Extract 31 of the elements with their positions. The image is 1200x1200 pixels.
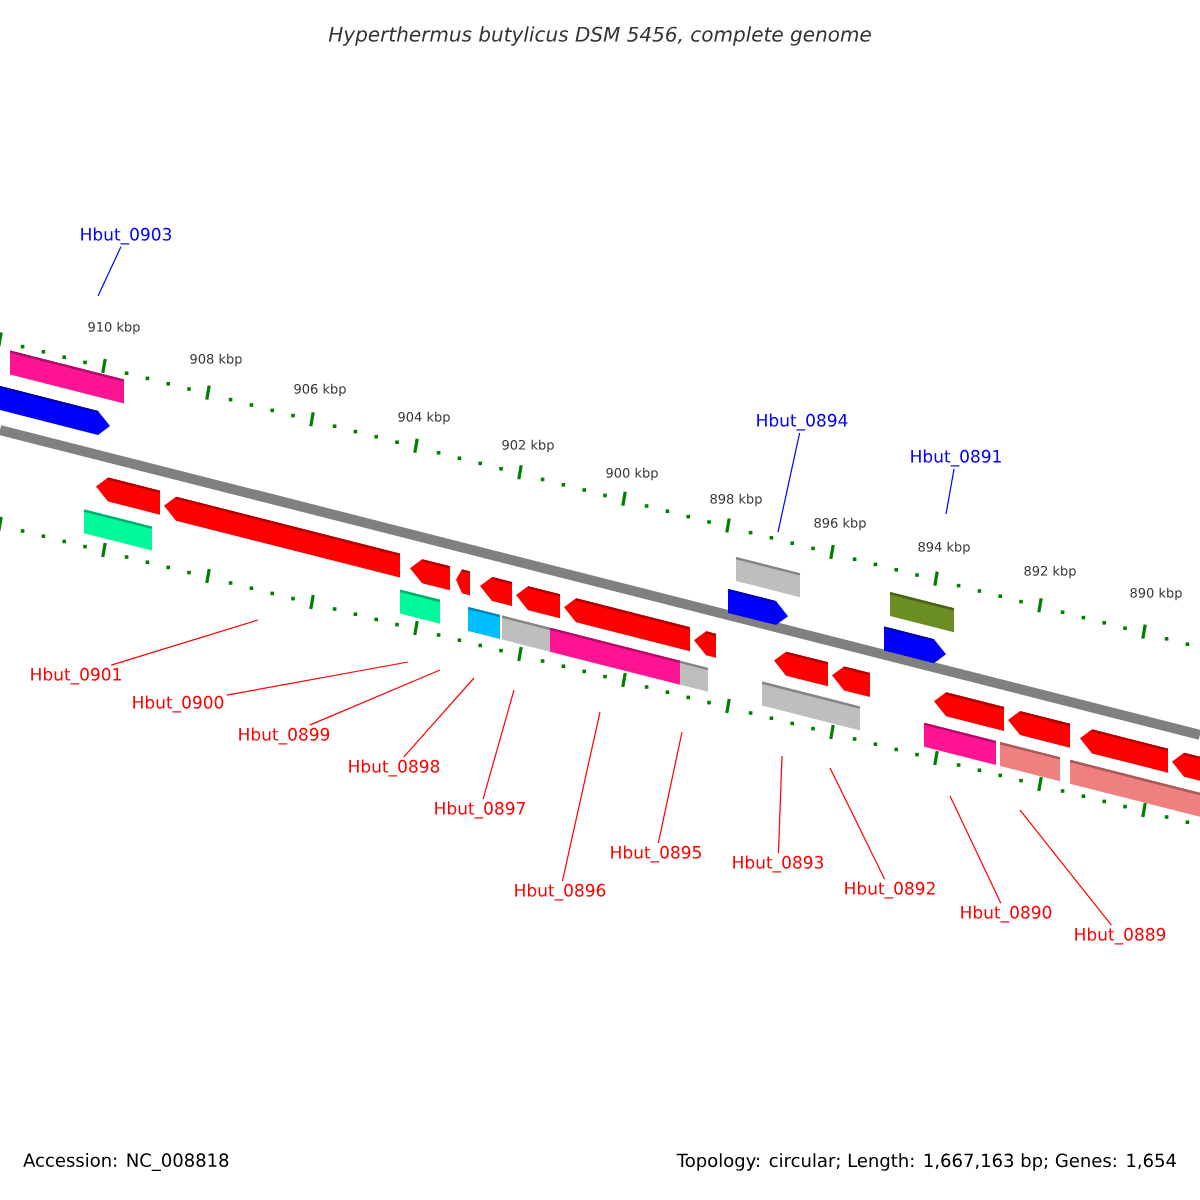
leader-line bbox=[482, 689, 515, 800]
leader-line bbox=[945, 468, 955, 515]
leader-line bbox=[561, 711, 601, 882]
gene-label: Hbut_0894 bbox=[757, 413, 848, 431]
leader-line bbox=[403, 677, 475, 758]
gene-label: Hbut_0900 bbox=[133, 695, 224, 713]
gene-label: Hbut_0891 bbox=[911, 449, 1001, 467]
leader-line bbox=[777, 432, 801, 533]
gene-label: Hbut_0898 bbox=[349, 759, 440, 777]
gene-label: Hbut_0892 bbox=[845, 881, 935, 899]
title: Hyperthermus butylicus DSM 5456, complete genome bbox=[328, 26, 871, 46]
leader-line bbox=[949, 795, 1002, 904]
footer-text: Topology: circular; Length: 1,667,163 bp; Genes: 1,654 bbox=[676, 1153, 1176, 1171]
footer-text: Accession: NC_008818 bbox=[23, 1153, 229, 1171]
gene-label: Hbut_0899 bbox=[239, 727, 330, 745]
leader-line bbox=[777, 755, 783, 854]
leader-line bbox=[1019, 809, 1112, 926]
leader-line bbox=[110, 619, 259, 666]
leader-line bbox=[657, 731, 683, 844]
leader-line bbox=[309, 669, 441, 726]
leader-line bbox=[226, 661, 409, 696]
leader-line bbox=[97, 246, 122, 297]
gene-label: Hbut_0893 bbox=[733, 855, 823, 873]
gene-label: Hbut_0889 bbox=[1075, 927, 1166, 945]
gene-label: Hbut_0896 bbox=[515, 883, 606, 901]
leader-line bbox=[829, 767, 886, 880]
gene-label: Hbut_0901 bbox=[31, 667, 121, 685]
gene-label: Hbut_0897 bbox=[435, 801, 525, 819]
gene-label: Hbut_0903 bbox=[81, 227, 171, 245]
gene-label: Hbut_0890 bbox=[961, 905, 1052, 923]
gene-label: Hbut_0895 bbox=[611, 845, 701, 863]
